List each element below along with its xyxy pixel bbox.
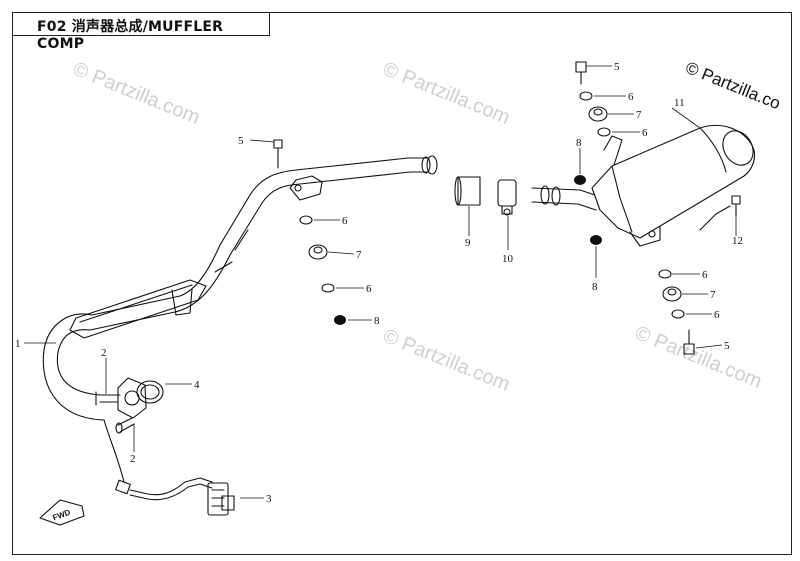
washer-6 (321, 283, 335, 293)
callout-5-left: 5 (238, 135, 244, 147)
page-title: F02 消声器总成/MUFFLER COMP (37, 19, 224, 52)
callout-8: 8 (374, 315, 380, 327)
muffler-body (531, 124, 756, 247)
callout-7: 7 (710, 289, 716, 301)
fwd-arrow-icon (39, 499, 85, 526)
title-box: F02 消声器总成/MUFFLER COMP (12, 12, 270, 52)
callout-3: 3 (266, 493, 272, 505)
callout-5-top: 5 (614, 61, 620, 73)
callout-2-lower: 2 (130, 453, 136, 465)
nut-8 (574, 175, 586, 185)
washer-6 (579, 91, 593, 101)
nut-8 (334, 315, 346, 325)
callout-5-right: 5 (724, 340, 730, 352)
callout-6: 6 (702, 269, 708, 281)
callout-9: 9 (465, 237, 471, 249)
exhaust-pipe (42, 155, 438, 421)
bolt-5-top (575, 61, 587, 85)
callout-11: 11 (674, 97, 685, 109)
callout-6: 6 (714, 309, 720, 321)
grommet-7 (308, 244, 328, 260)
drawing-frame (12, 12, 792, 555)
callout-1: 1 (15, 338, 21, 350)
nut-8 (590, 235, 602, 245)
callout-4: 4 (194, 379, 200, 391)
gasket-ring (136, 380, 164, 404)
pipe-sleeve (454, 176, 481, 206)
oxygen-sensor (103, 419, 235, 516)
pipe-clamp (497, 179, 517, 216)
washer-6 (671, 309, 685, 319)
callout-8: 8 (592, 281, 598, 293)
bolt-12 (731, 195, 741, 217)
callout-2-upper: 2 (101, 347, 107, 359)
callout-12: 12 (732, 235, 743, 247)
callout-10: 10 (502, 253, 514, 265)
fwd-label: FWD (51, 508, 71, 523)
washer-6 (299, 215, 313, 225)
bolt-5-right (683, 329, 695, 355)
callout-6: 6 (628, 91, 634, 103)
grommet-7 (662, 286, 682, 302)
washer-6 (658, 269, 672, 279)
callout-6: 6 (366, 283, 372, 295)
washer-6 (597, 127, 611, 137)
exhaust-flange (95, 377, 147, 434)
callout-7: 7 (636, 109, 642, 121)
callout-6: 6 (642, 127, 648, 139)
callout-8: 8 (576, 137, 582, 149)
bolt-5-upper-left (273, 139, 283, 169)
callout-6: 6 (342, 215, 348, 227)
grommet-7 (588, 106, 608, 122)
callout-7: 7 (356, 249, 362, 261)
